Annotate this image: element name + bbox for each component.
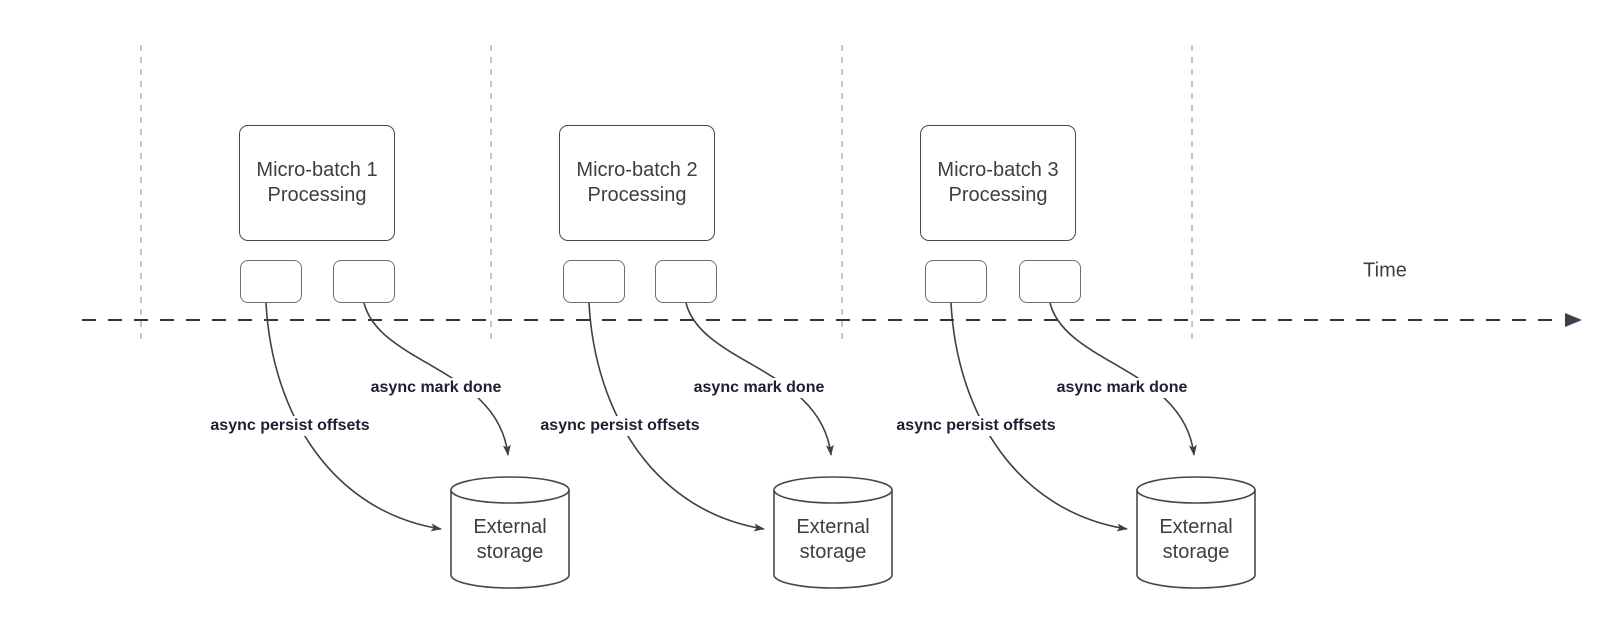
micro-batch-box-1: Micro-batch 1 Processing bbox=[239, 125, 395, 241]
micro-batch-box-1-line2: Processing bbox=[267, 184, 367, 206]
mark-done-task-rect-1 bbox=[333, 260, 395, 303]
persist-offsets-arrow-1 bbox=[265, 302, 442, 532]
persist-task-rect-2 bbox=[563, 260, 625, 303]
micro-batch-box-3-line1: Micro-batch 3 bbox=[937, 159, 1059, 181]
persist-task-rect-3 bbox=[925, 260, 987, 303]
external-storage-label-1: External storage bbox=[473, 515, 546, 565]
external-storage-label-3: External storage bbox=[1159, 515, 1232, 565]
external-storage-label-2-line2: storage bbox=[799, 541, 867, 563]
external-storage-label-1-line1: External bbox=[473, 516, 547, 538]
micro-batch-box-3-line2: Processing bbox=[948, 184, 1048, 206]
time-axis-label: Time bbox=[1363, 259, 1407, 282]
external-storage-cylinder-2 bbox=[773, 476, 893, 589]
mark-done-arrow-label-2: async mark done bbox=[690, 378, 828, 398]
persist-task-rect-1 bbox=[240, 260, 302, 303]
micro-batch-box-2-line1: Micro-batch 2 bbox=[576, 159, 698, 181]
micro-batch-box-1-line1: Micro-batch 1 bbox=[256, 159, 378, 181]
external-storage-label-2: External storage bbox=[796, 515, 869, 565]
mark-done-task-rect-2 bbox=[655, 260, 717, 303]
mark-done-arrow-label-1: async mark done bbox=[367, 378, 505, 398]
external-storage-label-3-line2: storage bbox=[1162, 541, 1230, 563]
micro-batch-box-3: Micro-batch 3 Processing bbox=[920, 125, 1076, 241]
mark-done-arrow-2 bbox=[685, 302, 834, 456]
persist-offsets-arrow-label-3: async persist offsets bbox=[893, 416, 1059, 436]
micro-batch-box-2: Micro-batch 2 Processing bbox=[559, 125, 715, 241]
mark-done-task-rect-3 bbox=[1019, 260, 1081, 303]
persist-offsets-arrow-label-1: async persist offsets bbox=[207, 416, 373, 436]
mark-done-arrow-1 bbox=[363, 302, 511, 456]
micro-batch-box-2-line2: Processing bbox=[587, 184, 687, 206]
external-storage-cylinder-1 bbox=[450, 476, 570, 589]
persist-offsets-arrow-3 bbox=[950, 302, 1128, 532]
external-storage-label-2-line1: External bbox=[796, 516, 870, 538]
external-storage-cylinder-3 bbox=[1136, 476, 1256, 589]
external-storage-label-3-line1: External bbox=[1159, 516, 1233, 538]
time-axis-arrowhead-icon bbox=[1565, 313, 1582, 327]
mark-done-arrow-label-3: async mark done bbox=[1053, 378, 1191, 398]
external-storage-label-1-line2: storage bbox=[476, 541, 544, 563]
persist-offsets-arrow-2 bbox=[588, 302, 765, 532]
persist-offsets-arrow-label-2: async persist offsets bbox=[537, 416, 703, 436]
mark-done-arrow-3 bbox=[1049, 302, 1197, 456]
